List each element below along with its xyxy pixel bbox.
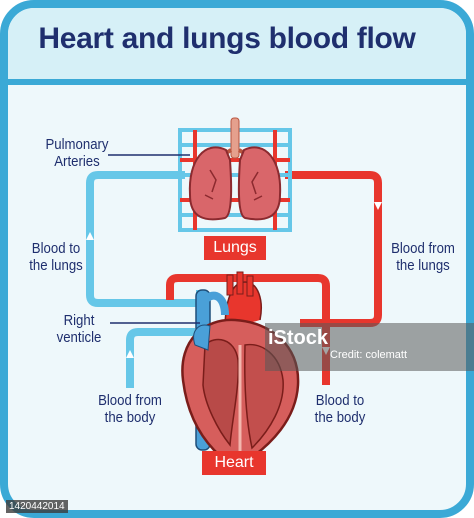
- lungs-tag: Lungs: [204, 236, 266, 260]
- watermark-credit: Credit: colematt: [330, 349, 408, 361]
- watermark-brand: iStock: [268, 327, 329, 349]
- watermark-image-id: 1420442014: [6, 500, 68, 513]
- blood-from-lungs-path: [285, 171, 382, 327]
- label-right-venticle: Right venticle: [56, 312, 102, 346]
- arrow-up-body: [126, 350, 134, 358]
- right-lung: [237, 146, 282, 221]
- arrow-down-right: [374, 202, 382, 210]
- label-blood-to-body: Blood to the body: [314, 392, 366, 426]
- page-title: Heart and lungs blood flow: [38, 22, 416, 55]
- trachea: [230, 117, 240, 159]
- label-pulmonary-arteries: Pulmonary Arteries: [45, 136, 109, 170]
- blood-to-lungs-path: [86, 171, 204, 307]
- lungs-illustration: [188, 117, 282, 221]
- watermark-band: [265, 323, 474, 371]
- left-lung: [188, 146, 233, 221]
- label-blood-from-body: Blood from the body: [98, 392, 162, 426]
- blood-from-body-path: [126, 328, 195, 388]
- right-atrium: [193, 324, 211, 351]
- right-ventricle: [202, 338, 240, 447]
- heart-tag: Heart: [202, 451, 266, 475]
- arrow-up-left: [86, 232, 94, 240]
- label-blood-from-lungs: Blood from the lungs: [391, 240, 455, 274]
- label-blood-to-lungs: Blood to the lungs: [29, 240, 83, 274]
